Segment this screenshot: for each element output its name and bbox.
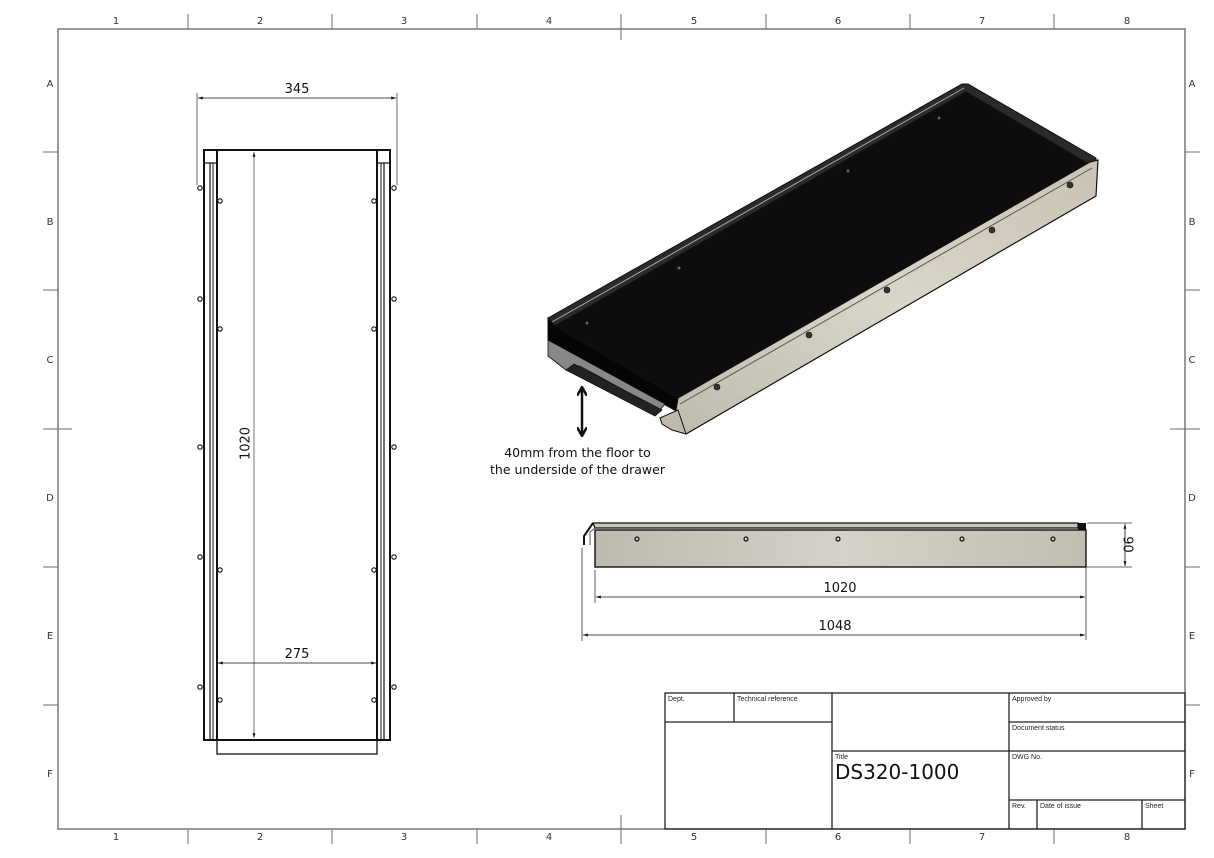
tb-rev-label: Rev.	[1012, 803, 1026, 810]
zone-col-3-bottom: 3	[400, 832, 408, 843]
tb-doc-status-label: Document status	[1012, 725, 1065, 732]
dim-height: 90	[1119, 536, 1135, 553]
zone-col-6-bottom: 6	[834, 832, 842, 843]
note-line-2: the underside of the drawer	[490, 462, 665, 477]
zone-row-d-right: D	[1188, 493, 1196, 504]
zone-col-4-bottom: 4	[545, 832, 553, 843]
zone-col-1: 1	[112, 16, 120, 27]
tb-dwg-no-label: DWG No.	[1012, 754, 1042, 761]
zone-row-e-right: E	[1188, 631, 1196, 642]
zone-col-7-bottom: 7	[978, 832, 986, 843]
zone-col-2: 2	[256, 16, 264, 27]
zone-row-d: D	[46, 493, 54, 504]
zone-ticks	[43, 14, 1200, 844]
floor-clearance-note: 40mm from the floor to the underside of …	[480, 444, 675, 478]
zone-col-8: 8	[1123, 16, 1131, 27]
zone-col-7: 7	[978, 16, 986, 27]
tb-title-label: Title	[835, 754, 848, 761]
tb-tech-ref-label: Technical reference	[737, 696, 798, 703]
zone-col-8-bottom: 8	[1123, 832, 1131, 843]
zone-row-f: F	[47, 769, 53, 780]
zone-col-6: 6	[834, 16, 842, 27]
isometric-view-drawing	[547, 83, 1099, 435]
dim-length: 1020	[238, 426, 254, 461]
dim-inner-width: 275	[284, 647, 310, 662]
zone-row-c: C	[46, 355, 54, 366]
note-line-1: 40mm from the floor to	[504, 445, 651, 460]
zone-col-1-bottom: 1	[112, 832, 120, 843]
tb-approved-by-label: Approved by	[1012, 696, 1052, 703]
tb-date-label: Date of issue	[1040, 803, 1081, 810]
zone-col-3: 3	[400, 16, 408, 27]
zone-row-b-right: B	[1188, 217, 1196, 228]
tb-dept-label: Dept.	[668, 696, 685, 703]
zone-col-4: 4	[545, 16, 553, 27]
top-view-drawing	[196, 93, 398, 755]
zone-row-e: E	[46, 631, 54, 642]
dim-overall-width: 345	[284, 82, 310, 97]
title-block-lines	[664, 692, 1186, 830]
zone-row-c-right: C	[1188, 355, 1196, 366]
zone-col-2-bottom: 2	[256, 832, 264, 843]
zone-row-a-right: A	[1188, 79, 1196, 90]
zone-col-5: 5	[690, 16, 698, 27]
dim-rail-length: 1020	[823, 581, 857, 596]
zone-col-5-bottom: 5	[690, 832, 698, 843]
zone-row-a: A	[46, 79, 54, 90]
zone-row-b: B	[46, 217, 54, 228]
tb-sheet-label: Sheet	[1145, 803, 1164, 810]
dim-overall-length: 1048	[818, 619, 852, 634]
zone-row-f-right: F	[1189, 769, 1195, 780]
tb-title-value: DS320-1000	[835, 760, 960, 784]
side-view-drawing	[581, 522, 1132, 641]
